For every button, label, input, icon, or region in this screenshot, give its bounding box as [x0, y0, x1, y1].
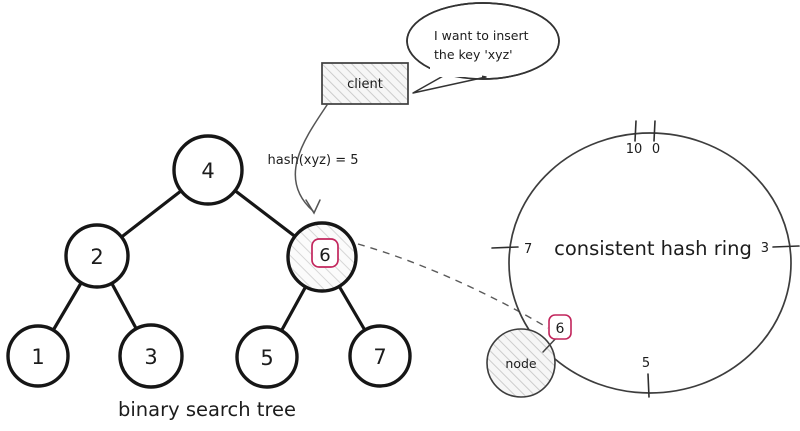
hash-annotation: hash(xyz) = 5	[268, 153, 359, 168]
ring-title: consistent hash ring	[554, 237, 752, 260]
ring-tick-top-right	[653, 120, 656, 142]
ring-tick-label-7: 7	[524, 242, 532, 257]
ring-tick-label-5: 5	[642, 356, 650, 371]
ring-tick-label-0: 0	[652, 142, 660, 157]
ring-position-badge-label: 6	[556, 321, 565, 337]
client-box: client	[321, 62, 409, 105]
tree-node-5-label: 5	[260, 346, 273, 370]
client-arrow	[294, 104, 328, 215]
server-node-label: node	[505, 356, 537, 371]
ring-tick-bottom	[647, 373, 650, 398]
tree-node-3-circle	[118, 323, 184, 389]
tree-node-5-circle	[235, 325, 299, 389]
ring-tick-label-10: 10	[626, 142, 643, 157]
ring-tick-right	[772, 245, 800, 248]
ring-tick-top-left	[634, 120, 637, 142]
ring-tick-left	[491, 246, 519, 249]
ring-tick-label-3: 3	[761, 241, 769, 256]
tree-node-7-circle	[348, 324, 412, 388]
hash-ring-circle	[508, 132, 792, 394]
tree-node-4-label: 4	[201, 159, 214, 183]
tree-caption: binary search tree	[118, 398, 296, 421]
server-node-circle	[486, 328, 556, 398]
server-node: node 6	[486, 314, 572, 398]
ring-position-badge	[548, 314, 572, 340]
tree-nodes: 4 2 1 3 5 7 6	[6, 134, 412, 389]
client-arrowhead-icon	[305, 199, 321, 215]
tree-node-2-circle	[64, 223, 130, 289]
client-arrow-line	[294, 104, 328, 212]
speech-bubble-line-1: I want to insert	[434, 28, 529, 43]
tree-node-3-label: 3	[144, 345, 157, 369]
client-rect	[321, 62, 409, 105]
tree-node-4-circle	[172, 134, 244, 206]
tree-node-6-badge	[311, 238, 339, 268]
client-label: client	[347, 77, 383, 92]
speech-bubble-tail-mask	[430, 60, 482, 77]
speech-bubble: I want to insert the key 'xyz'	[406, 2, 560, 94]
tree-node-1-circle	[6, 324, 70, 388]
tree-node-7-label: 7	[373, 345, 386, 369]
dashed-connector	[357, 243, 549, 329]
tree-node-6-badge-label: 6	[319, 245, 330, 266]
speech-bubble-outline	[406, 2, 560, 80]
speech-bubble-line-2: the key 'xyz'	[434, 47, 513, 62]
tree-node-2-label: 2	[90, 245, 103, 269]
hash-ring: consistent hash ring 10 0 7 3 5	[491, 120, 800, 398]
tree-node-1-label: 1	[31, 345, 44, 369]
